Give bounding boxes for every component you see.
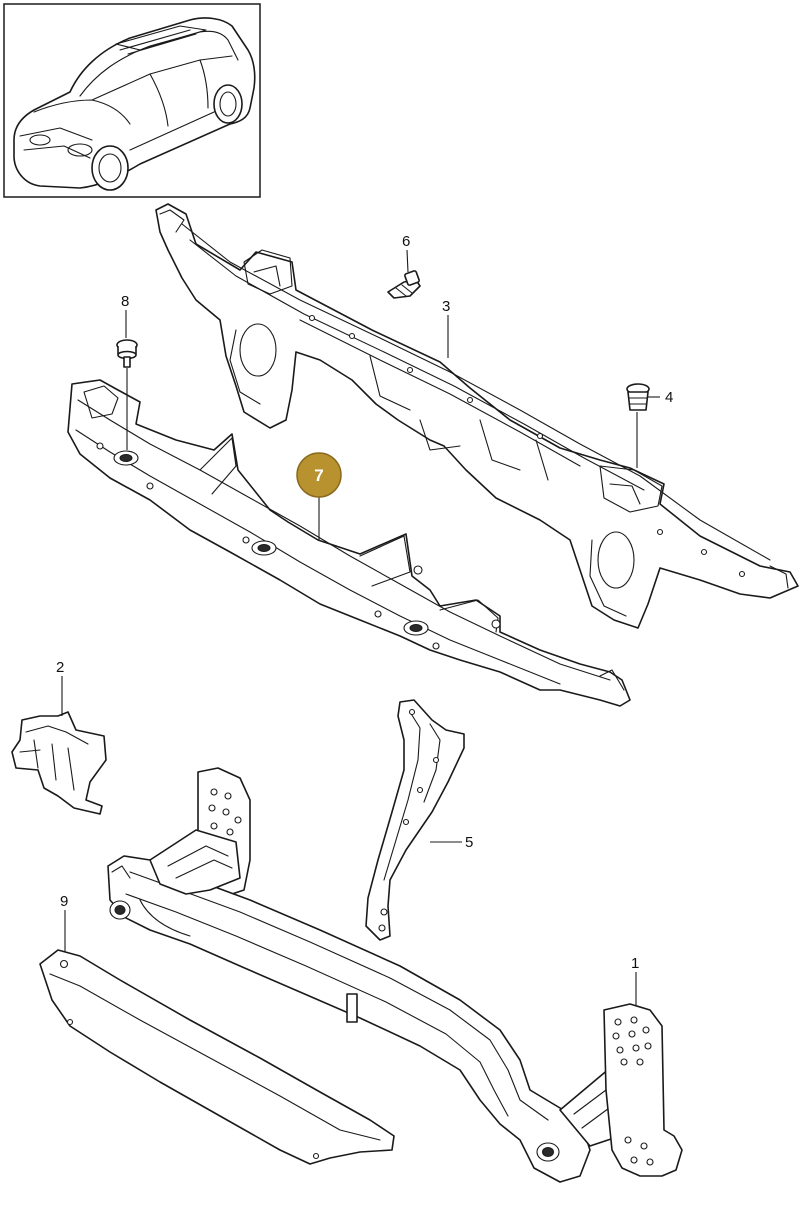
part-9-under-cover[interactable]: [39, 949, 395, 1165]
callout-3-label: 3: [442, 298, 450, 315]
callout-6-label: 6: [402, 233, 410, 250]
callout-7-highlighted[interactable]: 7: [296, 452, 342, 498]
leader-lines: [61, 249, 660, 1006]
part-1-cross-member[interactable]: [107, 767, 683, 1183]
callout-5-label: 5: [465, 834, 473, 851]
callout-8[interactable]: 8: [121, 293, 129, 310]
callout-7-badge: [296, 452, 342, 498]
callout-5[interactable]: 5: [465, 834, 473, 851]
vehicle-thumbnail[interactable]: [3, 3, 261, 198]
callout-1-label: 1: [631, 955, 639, 972]
car-outline-icon: [13, 17, 256, 191]
part-2-bracket[interactable]: [11, 711, 107, 815]
callout-2[interactable]: 2: [56, 659, 64, 676]
callout-2-label: 2: [56, 659, 64, 676]
callout-9-label: 9: [60, 893, 68, 910]
part-4-buffer[interactable]: [626, 383, 650, 411]
callout-4-label: 4: [665, 389, 673, 406]
callout-1[interactable]: 1: [631, 955, 639, 972]
callout-9[interactable]: 9: [60, 893, 68, 910]
callout-4[interactable]: 4: [665, 389, 673, 406]
part-5-strut[interactable]: [365, 699, 465, 941]
callout-7-label: 7: [314, 466, 323, 485]
callout-6[interactable]: 6: [402, 233, 410, 250]
callout-8-label: 8: [121, 293, 129, 310]
part-6-clip[interactable]: [387, 270, 421, 299]
part-3-upper-carrier[interactable]: [155, 203, 799, 629]
part-8-bolt[interactable]: [116, 339, 138, 368]
callout-3[interactable]: 3: [442, 298, 450, 315]
part-7-lower-carrier[interactable]: [67, 379, 631, 707]
